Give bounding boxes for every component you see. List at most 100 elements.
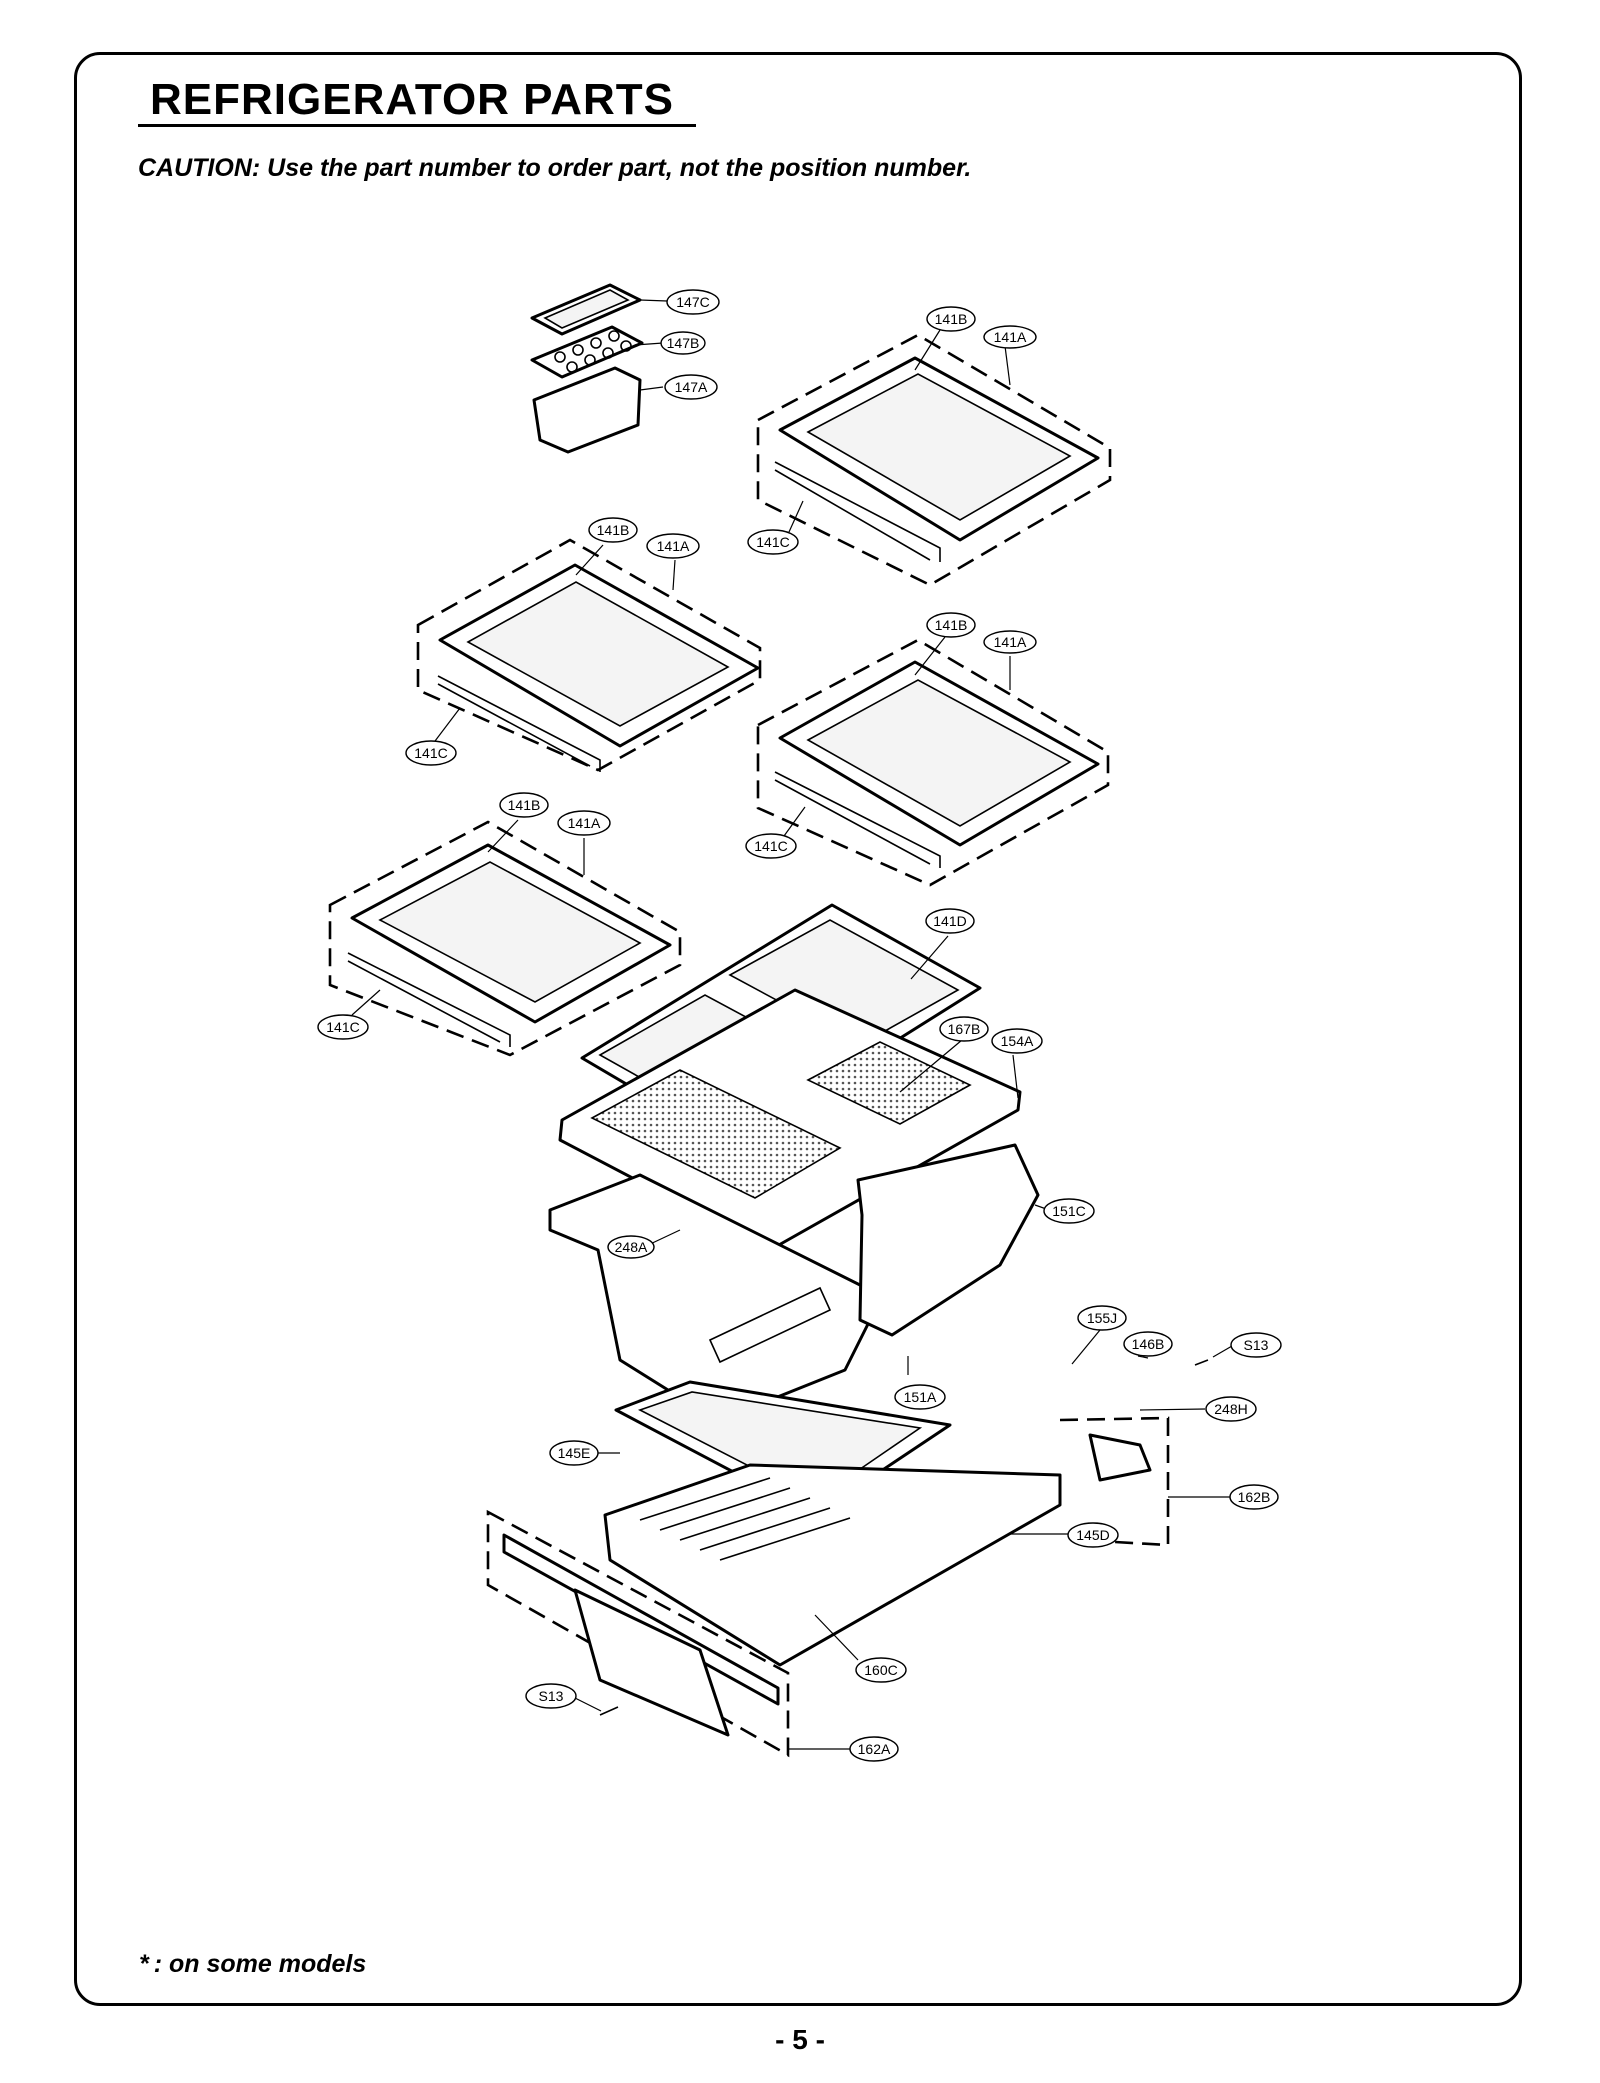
pantry-drawer-assembly [603,1416,1170,1667]
front-panel-dash-outline [486,1509,790,1758]
page-number: - 5 - [775,2024,825,2055]
front-panel-trim [502,1533,780,1706]
shelf-assembly-3 [756,638,1110,887]
svg-text:141A: 141A [568,815,601,831]
callout-141c-4: 141C [317,1014,369,1040]
callout-146b: 146B [1123,1331,1173,1357]
footnote-text: : on some models [153,1950,367,1978]
footnote: *: on some models [140,1952,366,1977]
egg-tray-bin [532,366,642,454]
crisper-filter-right [806,1041,972,1125]
caution-note: CAUTION: Use the part number to order pa… [138,154,972,182]
callout-248h: 248H [1205,1396,1257,1422]
callout-141c-2: 141C [405,740,457,766]
svg-text:146B: 146B [1132,1336,1165,1352]
rail-162b-dash [1059,1416,1170,1547]
svg-text:248H: 248H [1214,1401,1247,1417]
callout-141c-1: 141C [747,529,799,555]
shelf-assembly-4 [328,820,682,1057]
svg-text:141B: 141B [508,797,541,813]
shelf-3-glass [806,679,1072,827]
drawer-handle-left [708,1286,832,1364]
svg-text:151A: 151A [904,1389,937,1405]
page-title: REFRIGERATOR PARTS [150,75,675,124]
svg-text:147B: 147B [667,335,700,351]
shelf-3-dash-outline [756,638,1110,887]
svg-text:147A: 147A [675,379,708,395]
shelf-1-rail [774,461,941,562]
shelf-2-rail [437,675,601,772]
svg-text:141A: 141A [994,329,1027,345]
svg-text:155J: 155J [1087,1310,1117,1326]
shelf-2-glass [466,581,730,727]
svg-text:141C: 141C [754,838,787,854]
svg-text:167B: 167B [948,1021,981,1037]
callout-147b: 147B [660,331,706,355]
shelf-4-glass [378,861,642,1003]
front-panel-bracket [573,1588,730,1737]
callout-147c: 147C [666,289,720,315]
callout-141b-4: 141B [499,792,549,818]
egg-tray [530,325,644,379]
svg-text:141C: 141C [326,1019,359,1035]
callout-141a-3: 141A [983,630,1037,654]
pantry-drawer-160c [603,1463,1062,1667]
footnote-star: * [140,1950,150,1978]
front-panel-assembly-162a [486,1509,790,1758]
crisper-cover-frame-assembly [558,988,1022,1252]
svg-text:248A: 248A [615,1239,648,1255]
shelf-assembly-2 [416,538,762,772]
svg-text:145D: 145D [1076,1527,1109,1543]
shelf-assembly-1 [756,333,1112,587]
shelf-1-dash-outline [756,333,1112,587]
callout-s13-1: S13 [1230,1332,1282,1358]
shelf-3-rail [774,771,941,868]
svg-text:141A: 141A [657,538,690,554]
svg-text:141B: 141B [597,522,630,538]
svg-text:160C: 160C [864,1662,897,1678]
callout-145d: 145D [1067,1522,1119,1548]
shelf-2-dash-outline [416,538,762,772]
svg-text:147C: 147C [676,294,709,310]
callout-151a: 151A [894,1384,946,1410]
callout-167b: 167B [939,1016,989,1042]
page-frame [74,52,1522,2006]
part-callouts: 147C 147B 147A 141B 141A 141C 141B 141A [317,289,1282,1762]
callout-154a: 154A [991,1028,1043,1054]
svg-text:141C: 141C [756,534,789,550]
svg-text:141B: 141B [935,311,968,327]
svg-text:145E: 145E [558,1445,591,1461]
callout-141b-2: 141B [588,517,638,543]
svg-text:151C: 151C [1052,1203,1085,1219]
shelf-4-rail [347,952,511,1047]
egg-tray-assembly [530,283,644,454]
callout-141b-3: 141B [926,612,976,638]
callout-141a-2: 141A [646,533,700,559]
callout-160c: 160C [855,1657,907,1683]
leader-lines [351,299,1233,1750]
callout-145e: 145E [549,1440,599,1466]
screw-marks [599,1359,1209,1716]
svg-text:141A: 141A [994,634,1027,650]
callout-141d: 141D [925,908,975,934]
svg-text:162A: 162A [858,1741,891,1757]
title-underline [138,124,696,127]
crisper-filter-left [590,1069,842,1199]
callout-s13-2: S13 [525,1683,577,1709]
svg-text:141C: 141C [414,745,447,761]
callout-141a-1: 141A [983,325,1037,349]
egg-tray-cover-window [543,289,630,329]
svg-text:162B: 162B [1238,1489,1271,1505]
callout-151c: 151C [1043,1198,1095,1224]
shelf-4-dash-outline [328,820,682,1057]
callout-141c-3: 141C [745,833,797,859]
callout-141a-4: 141A [557,810,611,836]
shelf-1-glass [806,373,1072,521]
svg-text:141B: 141B [935,617,968,633]
callout-162a: 162A [849,1736,899,1762]
callout-141b-1: 141B [926,306,976,332]
callout-248a: 248A [607,1235,655,1259]
svg-text:141D: 141D [933,913,966,929]
svg-text:154A: 154A [1001,1033,1034,1049]
